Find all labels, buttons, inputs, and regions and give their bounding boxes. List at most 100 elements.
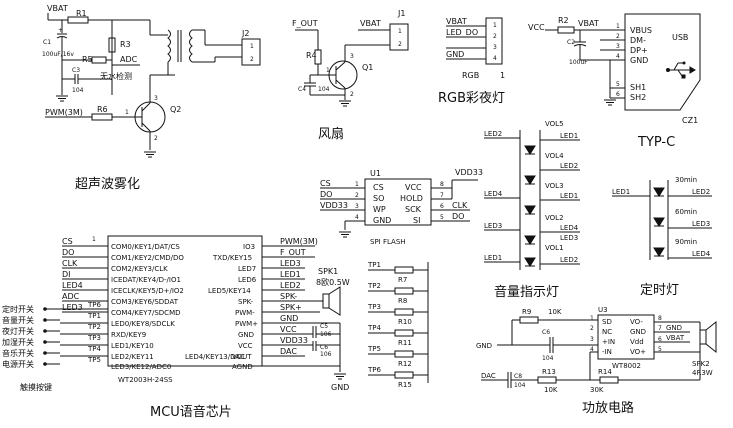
mcu-gnd-label: GND xyxy=(331,383,349,392)
dac-net-label: DAC xyxy=(481,372,496,380)
svg-text:LED0/KEY8/SDCLK: LED0/KEY8/SDCLK xyxy=(111,320,175,328)
c6-amp-value: 104 xyxy=(542,355,554,362)
ultrasonic-title: 超声波雾化 xyxy=(75,177,140,192)
fan-vbat-label: VBAT xyxy=(360,19,381,28)
touch-resistor-section: TP1 TP2 TP3 TP4 TP5 TP6 R7 R8 R10 R11 R1… xyxy=(367,261,429,389)
c1-value: 100uF/16v xyxy=(42,51,74,58)
key-power-switch: 电源开关 xyxy=(2,359,34,369)
svg-text:30min: 30min xyxy=(675,176,697,184)
svg-text:DI: DI xyxy=(62,270,71,279)
svg-text:SPK+: SPK+ xyxy=(280,303,302,312)
r2-label: R2 xyxy=(558,16,569,25)
c2-value: 100uF xyxy=(569,59,588,66)
svg-text:VBUS: VBUS xyxy=(630,26,652,35)
c6-mcu-label: C6 xyxy=(320,344,328,351)
vol-led-1 xyxy=(524,145,536,155)
svg-text:7: 7 xyxy=(658,325,662,332)
svg-text:8: 8 xyxy=(658,315,662,322)
svg-text:LED1: LED1 xyxy=(560,132,578,140)
flash-vdd33-label: VDD33 xyxy=(455,168,483,177)
svg-text:+IN: +IN xyxy=(602,338,615,346)
svg-text:LED3/KE12/ADC0: LED3/KE12/ADC0 xyxy=(111,363,171,371)
svg-text:3: 3 xyxy=(493,44,497,51)
usb-c-connector xyxy=(624,13,701,111)
vol-led-3 xyxy=(524,205,536,215)
svg-text:1: 1 xyxy=(250,43,254,50)
rgb-pin-2: LED_DO xyxy=(446,28,478,37)
svg-text:GND: GND xyxy=(666,324,682,332)
amp-part-number: WT8002 xyxy=(612,362,641,370)
svg-text:LED4: LED4 xyxy=(692,250,711,258)
ultrasonic-section: VBAT R1 + C1 100uF/16v R3 R5 ADC xyxy=(42,4,261,192)
svg-text:TP4: TP4 xyxy=(87,345,101,353)
svg-text:7: 7 xyxy=(440,192,444,199)
svg-text:1: 1 xyxy=(92,236,96,243)
fan-fout-label: F_OUT xyxy=(292,19,318,28)
pwm-net-label: PWM(3M) xyxy=(45,108,83,117)
spk2-speaker xyxy=(699,329,707,345)
usb-label: USB xyxy=(672,33,688,42)
svg-text:LED3: LED3 xyxy=(484,222,502,230)
svg-text:1: 1 xyxy=(590,315,594,322)
key-nightlight-switch: 夜灯开关 xyxy=(2,326,34,336)
spk1-value: 8欧0.5W xyxy=(316,277,350,287)
typec-vbat-label: VBAT xyxy=(578,19,599,28)
u1-label: U1 xyxy=(370,169,381,178)
vol-led-4 xyxy=(524,235,536,245)
svg-text:GND: GND xyxy=(280,314,298,323)
svg-text:VOL2: VOL2 xyxy=(545,214,564,222)
svg-text:1: 1 xyxy=(125,109,129,116)
svg-text:TP4: TP4 xyxy=(367,324,381,332)
svg-text:1: 1 xyxy=(355,181,359,188)
svg-text:LED4: LED4 xyxy=(484,190,503,198)
svg-text:CS: CS xyxy=(373,183,384,192)
svg-text:CLK: CLK xyxy=(62,259,78,268)
timer-title: 定时灯 xyxy=(640,283,679,298)
spk1-speaker xyxy=(322,293,330,309)
ultra-vbat-label: VBAT xyxy=(47,4,68,13)
timer-led-90 xyxy=(653,247,665,257)
svg-text:GND: GND xyxy=(630,328,646,336)
svg-text:DP+: DP+ xyxy=(630,46,648,55)
j1-connector xyxy=(389,23,409,51)
amp-title: 功放电路 xyxy=(582,400,634,416)
svg-text:SD: SD xyxy=(602,318,612,326)
svg-text:R8: R8 xyxy=(398,297,407,305)
q1-transistor xyxy=(328,60,358,90)
svg-text:IO3: IO3 xyxy=(243,243,255,251)
svg-text:AGND: AGND xyxy=(232,363,253,371)
svg-text:6: 6 xyxy=(658,336,662,343)
r14-label: R14 xyxy=(598,368,612,376)
svg-text:TP1: TP1 xyxy=(87,312,101,320)
svg-text:DM-: DM- xyxy=(630,36,646,45)
svg-text:6: 6 xyxy=(440,203,444,210)
svg-text:2: 2 xyxy=(154,135,158,142)
mcu-section: CS DO CLK DI LED4 ADC LED3 1 COM0/KEY1/D… xyxy=(60,235,350,420)
svg-text:R11: R11 xyxy=(398,339,412,347)
spk2-value: 4R3W xyxy=(692,369,713,377)
svg-text:LED1: LED1 xyxy=(484,254,502,262)
svg-text:1: 1 xyxy=(500,71,505,80)
svg-text:Vdd: Vdd xyxy=(630,338,644,346)
svg-text:60min: 60min xyxy=(675,208,697,216)
svg-text:5: 5 xyxy=(440,214,444,221)
svg-text:ADC: ADC xyxy=(62,292,80,301)
svg-text:SPK-: SPK- xyxy=(238,298,254,306)
svg-text:3: 3 xyxy=(355,203,359,210)
svg-text:TP5: TP5 xyxy=(367,345,381,353)
svg-text:COM3/KEY6/SDDAT: COM3/KEY6/SDDAT xyxy=(111,298,179,306)
svg-text:GND: GND xyxy=(373,216,391,225)
svg-text:SCK: SCK xyxy=(405,205,422,214)
spk1-label: SPK1 xyxy=(318,267,338,276)
c6-amp-label: C6 xyxy=(542,329,550,336)
svg-text:LED1: LED1 xyxy=(560,192,578,200)
svg-text:LED3: LED3 xyxy=(280,259,301,268)
svg-text:LED4: LED4 xyxy=(560,224,579,232)
amplifier-section: R9 10K GND C6 104 U3 SD NC +IN -IN 1 2 3… xyxy=(476,306,717,416)
rgb-title: RGB彩夜灯 xyxy=(438,91,505,106)
svg-text:LED3: LED3 xyxy=(62,303,83,312)
svg-text:DAC: DAC xyxy=(280,347,297,356)
svg-text:LED2: LED2 xyxy=(560,162,578,170)
r13-resistor xyxy=(537,376,557,384)
